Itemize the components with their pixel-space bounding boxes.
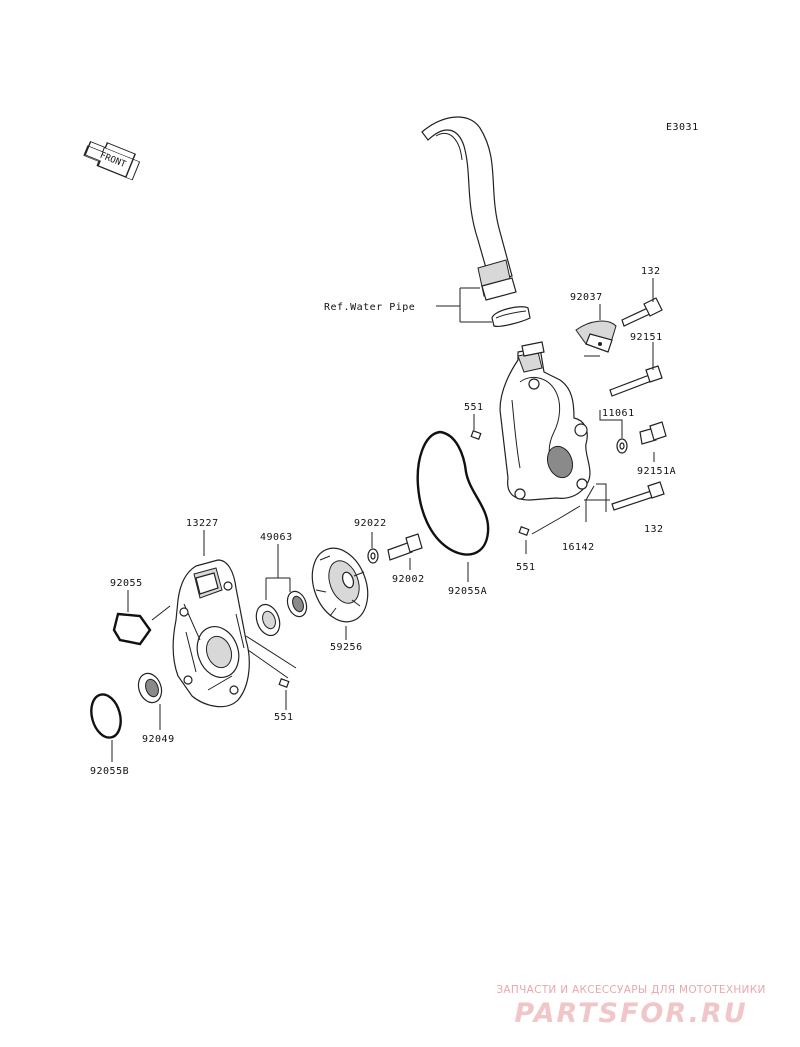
label-92049: 92049	[142, 734, 175, 745]
impeller-59256	[311, 547, 369, 623]
seal-49063-a	[255, 603, 281, 637]
label-92037: 92037	[570, 292, 603, 303]
watermark-tagline: ЗАПЧАСТИ И АКСЕССУАРЫ ДЛЯ МОТОТЕХНИКИ	[496, 984, 766, 996]
bolt-92151A	[639, 421, 667, 445]
label-92055A: 92055A	[448, 586, 487, 597]
label-92151: 92151	[630, 332, 663, 343]
o-ring-92055	[112, 612, 152, 646]
water-pump-cover	[499, 341, 591, 501]
dowel-pin-551-top	[470, 430, 482, 440]
ref-water-pipe-label: Ref.Water Pipe	[324, 302, 415, 313]
label-132-top: 132	[641, 266, 661, 277]
label-551-top: 551	[464, 402, 484, 413]
bolt-92151	[609, 365, 663, 397]
label-92002: 92002	[392, 574, 425, 585]
pump-housing-13227	[172, 559, 250, 708]
watermark: ЗАПЧАСТИ И АКСЕССУАРЫ ДЛЯ МОТОТЕХНИКИ PA…	[476, 984, 786, 1029]
label-551-right: 551	[516, 562, 536, 573]
label-11061: 11061	[602, 408, 635, 419]
oil-seal-92049	[137, 672, 163, 704]
dowel-pin-551-right	[518, 526, 530, 536]
ref-bracket	[436, 287, 492, 323]
o-ring-92055A	[416, 430, 490, 556]
shield-part	[575, 320, 617, 353]
dowel-pin-551-bottom	[278, 678, 290, 688]
watermark-logo: PARTSFOR.RU	[514, 998, 748, 1029]
label-92022: 92022	[354, 518, 387, 529]
label-92055: 92055	[110, 578, 143, 589]
leader-lines	[111, 278, 655, 762]
label-551-bottom: 551	[274, 712, 294, 723]
bolt-92002	[387, 533, 423, 561]
bracket-49063	[265, 577, 291, 600]
bolt-132-top	[621, 297, 663, 327]
front-arrow-icon: FRONT	[83, 140, 141, 181]
o-ring-92055B	[90, 693, 122, 739]
housing-leader	[245, 635, 297, 679]
diagram-code: E3031	[666, 122, 699, 133]
seal-49063-b	[286, 590, 308, 618]
label-16142: 16142	[562, 542, 595, 553]
label-92151A: 92151A	[637, 466, 676, 477]
label-13227: 13227	[186, 518, 219, 529]
bolt-132-bottom	[611, 481, 665, 511]
label-59256: 59256	[330, 642, 363, 653]
label-92055B: 92055B	[90, 766, 129, 777]
label-49063: 49063	[260, 532, 293, 543]
water-pipe-hose	[421, 116, 517, 301]
label-132-bottom: 132	[644, 524, 664, 535]
hose-clamp	[491, 306, 531, 327]
